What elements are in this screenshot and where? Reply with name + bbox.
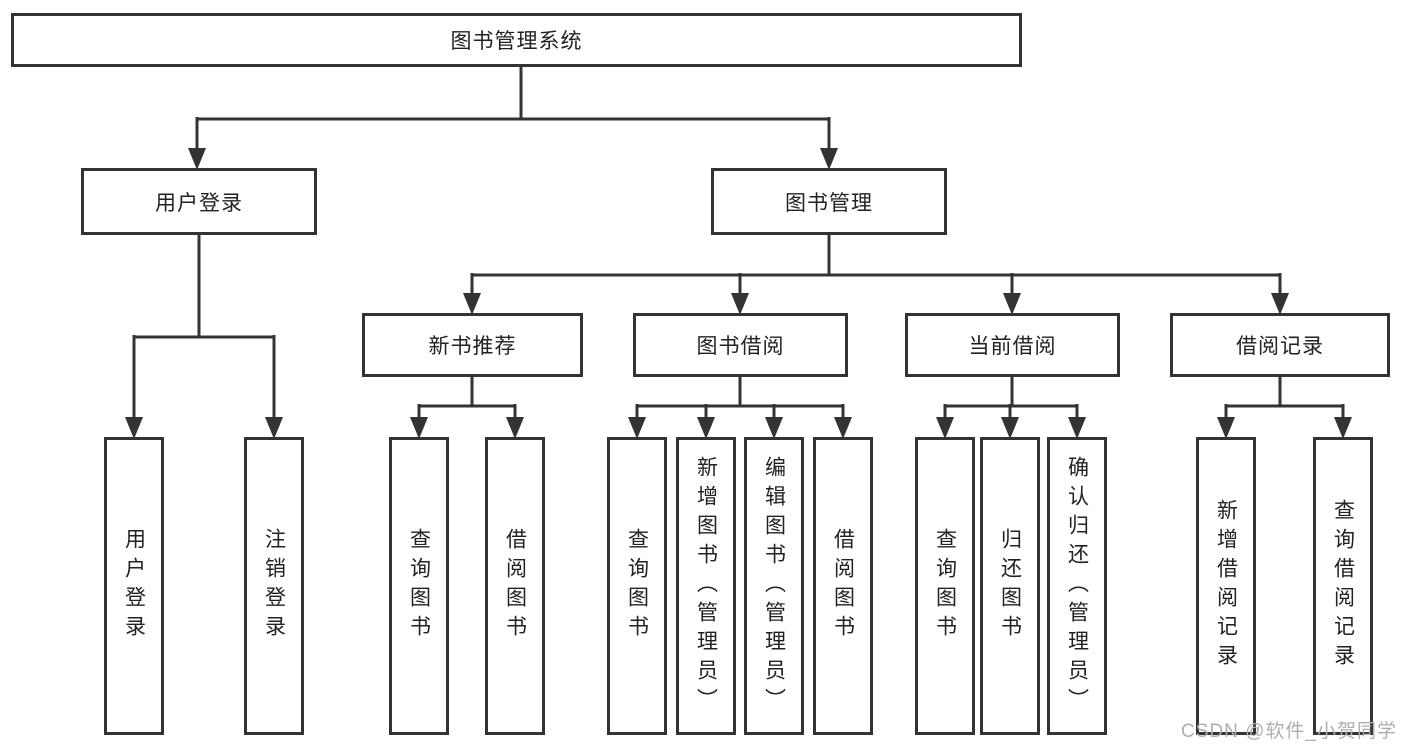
node-leaf-borrow-edit-books-admin: 编辑图书（管理员） (744, 437, 804, 735)
node-leaf-records-add-record: 新增借阅记录 (1196, 437, 1256, 735)
node-leaf-current-return-books-label: 归还图书 (998, 528, 1022, 644)
node-leaf-borrow-query-books-label: 查询图书 (625, 528, 649, 644)
node-leaf-current-query-books: 查询图书 (915, 437, 975, 735)
node-current-borrow-label: 当前借阅 (968, 335, 1057, 358)
node-new-book-recommend: 新书推荐 (362, 313, 583, 377)
watermark: CSDN @软件_小贺同学 (1181, 721, 1397, 742)
node-book-borrow-label: 图书借阅 (696, 335, 785, 358)
node-leaf-borrow-add-books-admin-label: 新增图书（管理员） (694, 455, 718, 717)
node-leaf-records-query-record-label: 查询借阅记录 (1331, 499, 1355, 673)
node-new-book-recommend-label: 新书推荐 (428, 335, 517, 358)
node-leaf-logout-label: 注销登录 (262, 528, 286, 644)
node-leaf-user-login: 用户登录 (104, 437, 164, 735)
node-user-login: 用户登录 (81, 168, 317, 235)
node-leaf-current-confirm-return-admin: 确认归还（管理员） (1047, 437, 1107, 735)
node-leaf-newrec-query-books-label: 查询图书 (407, 528, 431, 644)
node-leaf-current-return-books: 归还图书 (980, 437, 1040, 735)
node-leaf-newrec-borrow-books: 借阅图书 (485, 437, 545, 735)
node-borrow-records: 借阅记录 (1170, 313, 1390, 377)
node-leaf-newrec-query-books: 查询图书 (389, 437, 449, 735)
node-leaf-borrow-edit-books-admin-label: 编辑图书（管理员） (762, 455, 786, 717)
node-leaf-user-login-label: 用户登录 (122, 528, 146, 644)
node-root: 图书管理系统 (11, 13, 1022, 67)
node-current-borrow: 当前借阅 (905, 313, 1120, 377)
node-book-management: 图书管理 (711, 168, 947, 235)
node-leaf-borrow-add-books-admin: 新增图书（管理员） (676, 437, 736, 735)
node-book-management-label: 图书管理 (785, 191, 873, 215)
node-leaf-borrow-borrow-books: 借阅图书 (813, 437, 873, 735)
node-root-label: 图书管理系统 (450, 30, 583, 53)
node-leaf-current-query-books-label: 查询图书 (933, 528, 957, 644)
node-leaf-borrow-borrow-books-label: 借阅图书 (831, 528, 855, 644)
node-book-borrow: 图书借阅 (633, 313, 848, 377)
node-leaf-current-confirm-return-admin-label: 确认归还（管理员） (1065, 455, 1089, 717)
node-leaf-borrow-query-books: 查询图书 (607, 437, 667, 735)
node-leaf-logout: 注销登录 (244, 437, 304, 735)
node-leaf-records-query-record: 查询借阅记录 (1313, 437, 1373, 735)
node-leaf-newrec-borrow-books-label: 借阅图书 (503, 528, 527, 644)
node-borrow-records-label: 借阅记录 (1236, 335, 1324, 358)
node-leaf-records-add-record-label: 新增借阅记录 (1214, 499, 1238, 673)
node-user-login-label: 用户登录 (155, 191, 243, 215)
